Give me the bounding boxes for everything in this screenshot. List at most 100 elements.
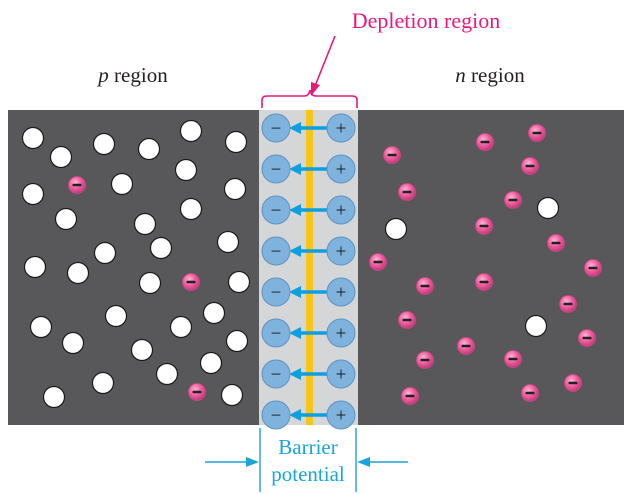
- depletion-brace: [261, 89, 358, 108]
- negative-ion-icon: −: [261, 400, 291, 430]
- svg-text:−: −: [271, 242, 282, 263]
- hole-icon: [179, 197, 203, 221]
- positive-ion-icon: +: [326, 195, 356, 225]
- hole-icon: [224, 130, 248, 154]
- field-arrow-icon: [289, 245, 329, 257]
- hole-icon: [133, 212, 157, 236]
- electron-icon: [416, 351, 434, 369]
- negative-ion-icon: −: [261, 195, 291, 225]
- svg-text:+: +: [336, 201, 347, 222]
- hole-icon: [174, 158, 198, 182]
- electron-icon: [475, 273, 493, 291]
- electron-icon: [398, 311, 416, 329]
- electron-icon: [584, 259, 602, 277]
- barrier-arrow-left: [205, 457, 259, 467]
- electron-icon: [564, 374, 582, 392]
- barrier-label-line1: Barrier: [278, 435, 337, 459]
- svg-text:+: +: [336, 160, 347, 181]
- hole-icon: [61, 331, 85, 355]
- negative-ion-icon: −: [261, 318, 291, 348]
- hole-icon: [49, 145, 73, 169]
- hole-icon: [66, 261, 90, 285]
- negative-ion-icon: −: [261, 154, 291, 184]
- positive-ion-icon: +: [326, 359, 356, 389]
- ion-pair-row: −+: [261, 113, 356, 143]
- electron-icon: [559, 295, 577, 313]
- hole-icon: [155, 362, 179, 386]
- hole-icon: [227, 270, 251, 294]
- negative-ion-icon: −: [261, 277, 291, 307]
- depletion-pointer-arrow: [311, 35, 336, 96]
- svg-text:−: −: [271, 119, 282, 140]
- hole-icon: [169, 315, 193, 339]
- svg-text:−: −: [271, 201, 282, 222]
- hole-icon: [104, 304, 128, 328]
- svg-text:−: −: [271, 160, 282, 181]
- electron-icon: [528, 124, 546, 142]
- electron-icon: [504, 350, 522, 368]
- positive-ion-icon: +: [326, 154, 356, 184]
- hole-icon: [223, 177, 247, 201]
- hole-icon: [130, 338, 154, 362]
- field-arrow-icon: [289, 368, 329, 380]
- hole-icon: [92, 132, 116, 156]
- depletion-ions: −+−+−+−+−+−+−+−+: [261, 113, 356, 430]
- electron-icon: [398, 183, 416, 201]
- hole-icon: [54, 207, 78, 231]
- electron-icon: [504, 191, 522, 209]
- svg-text:−: −: [271, 324, 282, 345]
- ion-pair-row: −+: [261, 277, 356, 307]
- hole-icon: [110, 172, 134, 196]
- junction-line: [306, 110, 313, 425]
- hole-icon: [179, 119, 203, 143]
- p-side-carriers: [21, 119, 251, 409]
- hole-icon: [23, 255, 47, 279]
- hole-icon: [202, 301, 226, 325]
- hole-icon: [220, 383, 244, 407]
- svg-text:+: +: [336, 119, 347, 140]
- negative-ion-icon: −: [261, 236, 291, 266]
- positive-ion-icon: +: [326, 400, 356, 430]
- ion-pair-row: −+: [261, 359, 356, 389]
- depletion-region-label: Depletion region: [352, 8, 500, 33]
- hole-icon: [536, 196, 560, 220]
- n-side-carriers: [369, 124, 602, 405]
- hole-icon: [91, 371, 115, 395]
- hole-icon: [216, 230, 240, 254]
- svg-text:−: −: [271, 283, 282, 304]
- barrier-label-line2: potential: [271, 462, 345, 486]
- electron-icon: [476, 133, 494, 151]
- p-region-label: p region: [96, 63, 168, 87]
- positive-ion-icon: +: [326, 236, 356, 266]
- hole-icon: [137, 137, 161, 161]
- hole-icon: [21, 182, 45, 206]
- svg-text:+: +: [336, 242, 347, 263]
- electron-icon: [401, 387, 419, 405]
- negative-ion-icon: −: [261, 113, 291, 143]
- electron-icon: [188, 383, 206, 401]
- ion-pair-row: −+: [261, 400, 356, 430]
- electron-icon: [383, 146, 401, 164]
- field-arrow-icon: [289, 286, 329, 298]
- svg-text:+: +: [336, 283, 347, 304]
- positive-ion-icon: +: [326, 113, 356, 143]
- hole-icon: [29, 315, 53, 339]
- ion-pair-row: −+: [261, 154, 356, 184]
- electron-icon: [369, 253, 387, 271]
- hole-icon: [138, 271, 162, 295]
- svg-text:−: −: [271, 406, 282, 427]
- hole-icon: [524, 314, 548, 338]
- svg-text:−: −: [271, 365, 282, 386]
- electron-icon: [475, 217, 493, 235]
- hole-icon: [42, 385, 66, 409]
- field-arrow-icon: [289, 204, 329, 216]
- ion-pair-row: −+: [261, 236, 356, 266]
- hole-icon: [21, 126, 45, 150]
- electron-icon: [416, 277, 434, 295]
- hole-icon: [225, 329, 249, 353]
- electron-icon: [521, 157, 539, 175]
- ion-pair-row: −+: [261, 318, 356, 348]
- negative-ion-icon: −: [261, 359, 291, 389]
- electron-icon: [68, 176, 86, 194]
- hole-icon: [199, 351, 223, 375]
